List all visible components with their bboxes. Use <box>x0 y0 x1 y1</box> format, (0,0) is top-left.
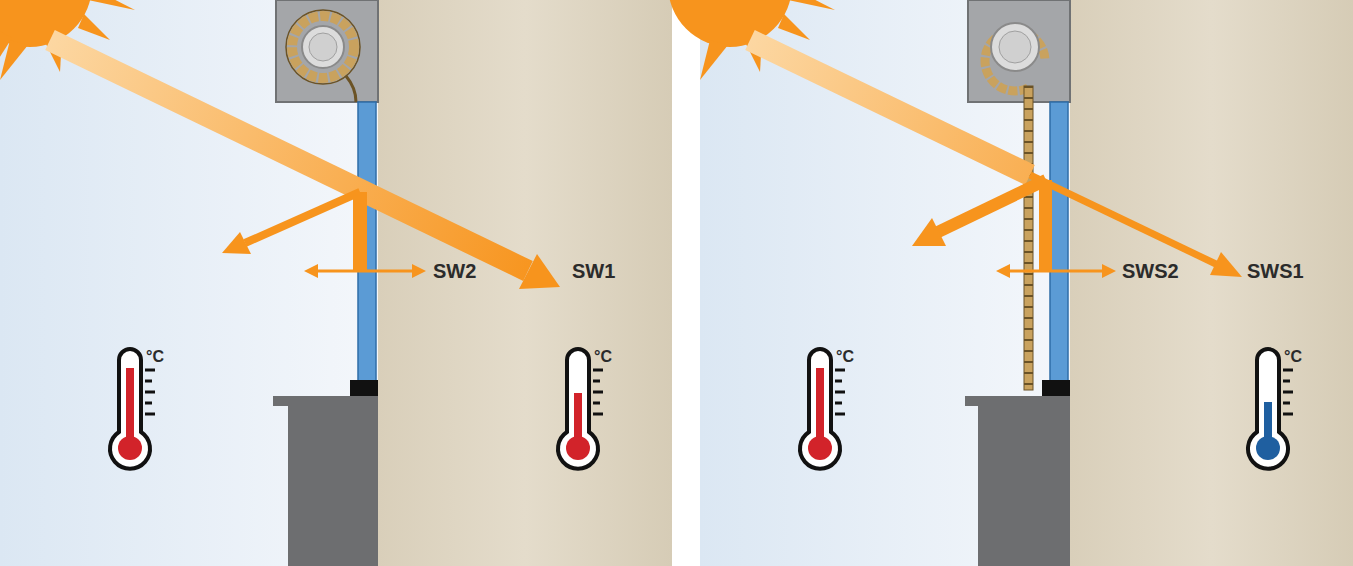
unit-label: °C <box>146 348 164 366</box>
radiation-label: SWS2 <box>1122 260 1179 282</box>
unit-label: °C <box>836 348 854 366</box>
radiation-label: SW1 <box>572 260 615 282</box>
radiation-label: SWS1 <box>1247 260 1304 282</box>
unit-label: °C <box>594 348 612 366</box>
radiation-label: SW2 <box>433 260 476 282</box>
unit-label: °C <box>1284 348 1302 366</box>
